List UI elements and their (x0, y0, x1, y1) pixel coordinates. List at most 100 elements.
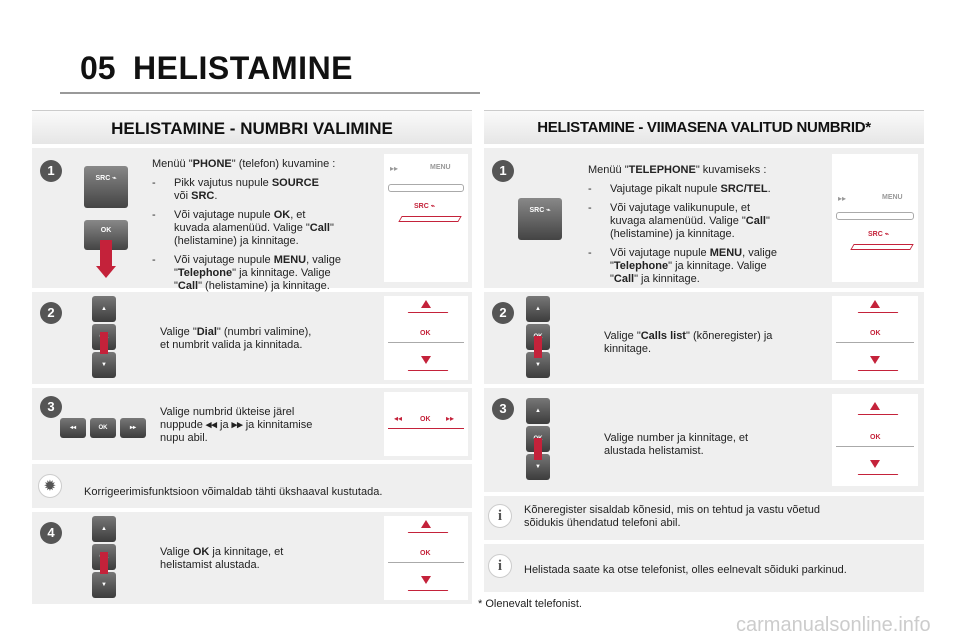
up-key-outline (407, 312, 449, 313)
down-key-outline (857, 370, 899, 371)
down-arrow-icon (870, 460, 880, 468)
footnote: * Olenevalt telefonist. (478, 598, 582, 610)
down-arrow-icon (421, 576, 431, 584)
menu-diagram: ▸▸ MENU SRC ⌁ (384, 154, 468, 282)
lightbulb-icon: ✹ (38, 474, 62, 498)
up-arrow-icon (870, 402, 880, 410)
info-icon: i (488, 554, 512, 578)
down-key-outline (407, 590, 449, 591)
ok-nav-diagram: OK (384, 296, 468, 380)
rewind-icon: ◂◂ (394, 414, 403, 423)
step2-text: Valige "Dial" (numbri valimine), et numb… (160, 326, 312, 351)
menu-label: MENU (882, 194, 903, 201)
src-key-outline (398, 216, 462, 222)
right-info-1: i Kõneregister sisaldab kõnesid, mis on … (484, 496, 924, 540)
step3-text: Valige numbrid ükteise järel nuppude ◂◂ … (160, 406, 313, 444)
right-step-1: 1 SRC ⌁ Menüü "TELEPHONE" kuvamiseks : -… (484, 148, 924, 288)
step-number-badge: 2 (40, 302, 62, 324)
up-key-outline (857, 312, 899, 313)
wheel-line (388, 562, 464, 563)
down-key-outline (857, 474, 899, 475)
wheel-line (836, 342, 914, 343)
forward-icon: ▸▸ (446, 414, 455, 423)
src-button-image: SRC ⌁ (518, 198, 562, 240)
src-button-image: SRC ⌁ (84, 166, 128, 208)
down-arrow-icon (870, 356, 880, 364)
chapter-number: 05 (80, 50, 116, 86)
ok-button-image: OK (90, 418, 116, 438)
watermark: carmanualsonline.info (736, 614, 931, 636)
step2-text: Valige "Calls list" (kõneregister) ja ki… (604, 330, 773, 355)
ok-label: OK (870, 434, 881, 441)
menu-label: MENU (430, 164, 451, 171)
wheel-line (836, 446, 914, 447)
info2-text: Helistada saate ka otse telefonist, olle… (524, 564, 847, 576)
ok-label: OK (870, 330, 881, 337)
up-button-image: ▲ (526, 398, 550, 424)
tip-text: Korrigeerimisfunktsioon võimaldab tähti … (84, 486, 383, 498)
chapter-rule (60, 92, 480, 94)
info-icon: i (488, 504, 512, 528)
down-key-outline (407, 370, 449, 371)
up-arrow-icon (421, 300, 431, 308)
right-section-title: HELISTAMINE - VIIMASENA VALITUD NUMBRID* (537, 119, 871, 136)
up-button-image: ▲ (526, 296, 550, 322)
ok-nav-diagram: OK (832, 296, 918, 380)
up-button-image: ▲ (92, 296, 116, 322)
ok-nav-diagram: OK (384, 516, 468, 600)
down-arrow-icon (421, 356, 431, 364)
up-arrow-icon (870, 300, 880, 308)
chapter-title: HELISTAMINE (133, 50, 354, 86)
step-number-badge: 3 (40, 396, 62, 418)
red-arrow-head (96, 266, 116, 278)
red-press-arrow (100, 332, 108, 354)
step-number-badge: 1 (40, 160, 62, 182)
menu-diagram: ▸▸ MENU SRC ⌁ (832, 154, 918, 282)
left-step-2: 2 ▲ OK ▼ Valige "Dial" (numbri valimine)… (32, 292, 472, 384)
step3-text: Valige number ja kinnitage, et alustada … (604, 432, 749, 457)
ok-label: OK (420, 330, 431, 337)
left-tip: ✹ Korrigeerimisfunktsioon võimaldab täht… (32, 464, 472, 508)
forward-icon: ▸▸ (390, 164, 399, 173)
up-key-outline (857, 414, 899, 415)
ok-nav-diagram: OK (832, 394, 918, 486)
red-press-arrow (534, 336, 542, 358)
wheel-line (388, 342, 464, 343)
src-label-red: SRC ⌁ (868, 231, 889, 238)
step-number-badge: 3 (492, 398, 514, 420)
right-step-3: 3 ▲ OK ▼ Valige number ja kinnitage, et … (484, 388, 924, 492)
up-key-outline (407, 532, 449, 533)
up-arrow-icon (421, 520, 431, 528)
forward-icon: ▸▸ (838, 194, 847, 203)
ok-label: OK (420, 416, 431, 423)
step1-text: Menüü "TELEPHONE" kuvamiseks : -Vajutage… (588, 164, 777, 285)
left-section-title: HELISTAMINE - NUMBRI VALIMINE (111, 119, 393, 138)
right-section-header: HELISTAMINE - VIIMASENA VALITUD NUMBRID* (484, 110, 924, 144)
menu-key-outline (388, 184, 464, 192)
step-number-badge: 1 (492, 160, 514, 182)
step4-text: Valige OK ja kinnitage, et helistamist a… (160, 546, 284, 571)
src-label-red: SRC ⌁ (414, 203, 435, 210)
left-step-3: 3 ◂◂ OK ▸▸ Valige numbrid ükteise järel … (32, 388, 472, 460)
menu-key-outline (836, 212, 914, 220)
wheel-line (388, 428, 464, 429)
ok-label: OK (420, 550, 431, 557)
rewind-button-image: ◂◂ (60, 418, 86, 438)
left-step-1: 1 SRC ⌁ OK Menüü "PHONE" (telefon) kuvam… (32, 148, 472, 292)
red-press-arrow (534, 438, 542, 460)
down-button-image: ▼ (92, 572, 116, 598)
seek-diagram: ◂◂ OK ▸▸ (384, 392, 468, 456)
down-button-image: ▼ (92, 352, 116, 378)
info1-text: Kõneregister sisaldab kõnesid, mis on te… (524, 504, 820, 529)
up-button-image: ▲ (92, 516, 116, 542)
right-info-2: i Helistada saate ka otse telefonist, ol… (484, 544, 924, 592)
step1-text: Menüü "PHONE" (telefon) kuvamine : -Pikk… (152, 158, 341, 292)
left-step-4: 4 ▲ OK ▼ Valige OK ja kinnitage, et heli… (32, 512, 472, 604)
step-number-badge: 2 (492, 302, 514, 324)
forward-button-image: ▸▸ (120, 418, 146, 438)
step-number-badge: 4 (40, 522, 62, 544)
right-step-2: 2 ▲ OK ▼ Valige "Calls list" (kõneregist… (484, 292, 924, 384)
left-section-header: HELISTAMINE - NUMBRI VALIMINE (32, 110, 472, 144)
src-key-outline (850, 244, 914, 250)
